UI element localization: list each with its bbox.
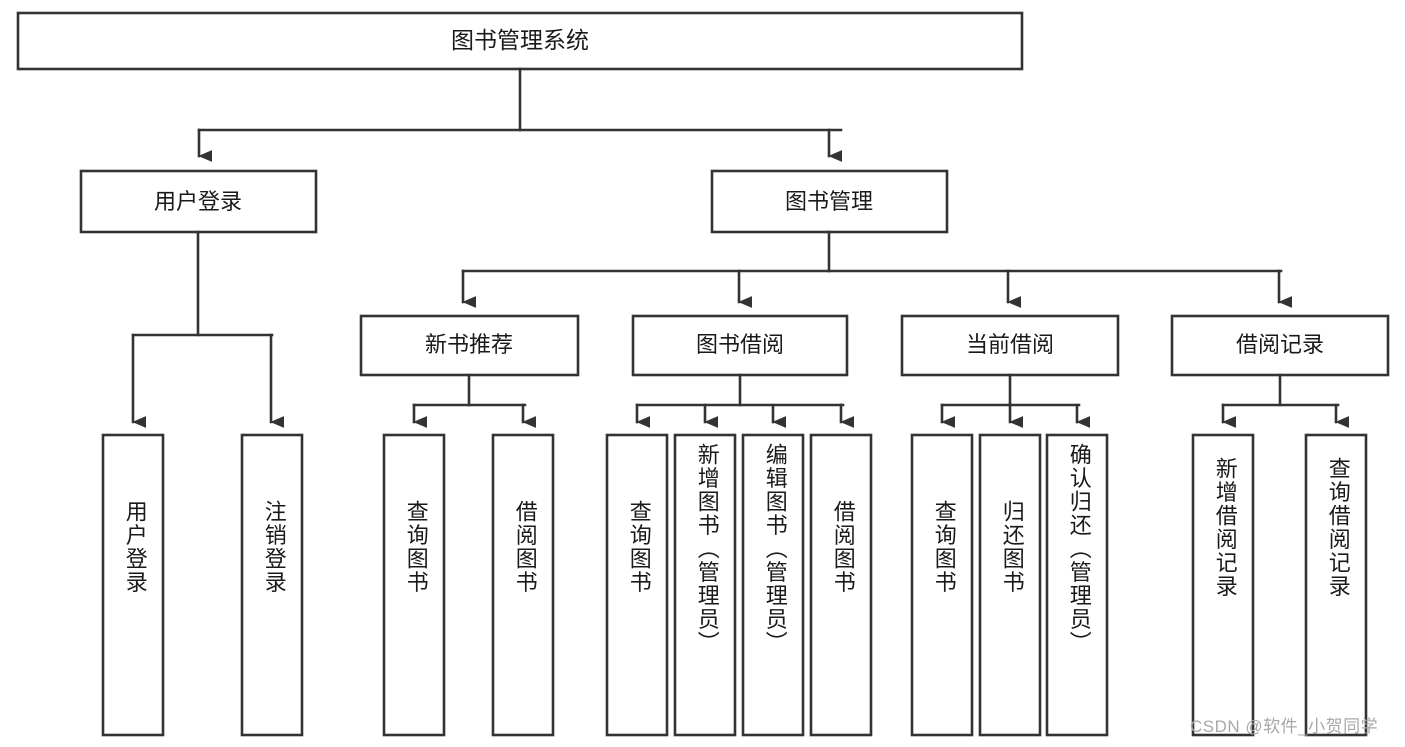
new-book-recommend-label: 新书推荐: [425, 332, 513, 357]
connector-new-book-recommend-to-leaves: [412, 373, 537, 428]
leaf-box-borrow-record-1[interactable]: [1304, 433, 1368, 737]
node-root[interactable]: 图书管理系统: [16, 11, 1024, 71]
node-new-book-recommend[interactable]: 新书推荐: [359, 314, 580, 377]
book-borrow-label: 图书借阅: [696, 332, 784, 357]
node-book-borrow[interactable]: 图书借阅: [631, 314, 849, 377]
node-book-management[interactable]: 图书管理: [710, 169, 949, 234]
borrow-record-box[interactable]: [1170, 314, 1390, 377]
node-borrow-record[interactable]: 借阅记录: [1170, 314, 1390, 377]
connector-borrow-record-to-leaves: [1221, 373, 1350, 428]
leaf-box-new-book-0[interactable]: [382, 433, 446, 737]
root-box[interactable]: [16, 11, 1024, 71]
current-borrow-label: 当前借阅: [966, 332, 1054, 357]
leaf-box-book-borrow-1[interactable]: [673, 433, 737, 737]
connector-current-borrow-to-leaves: [940, 373, 1091, 428]
leaf-box-book-borrow-3[interactable]: [809, 433, 873, 737]
leaf-box-book-borrow-2[interactable]: [741, 433, 805, 737]
book-management-box[interactable]: [710, 169, 949, 234]
watermark-text: CSDN @软件_小贺同学: [1190, 717, 1379, 736]
leaf-box-current-borrow-0[interactable]: [910, 433, 974, 737]
leaf-box-current-borrow-2[interactable]: [1045, 433, 1109, 737]
leaf-box-user-login-1[interactable]: [240, 433, 304, 737]
current-borrow-box[interactable]: [900, 314, 1120, 377]
node-current-borrow[interactable]: 当前借阅: [900, 314, 1120, 377]
leaf-box-borrow-record-0[interactable]: [1191, 433, 1255, 737]
user-login-label: 用户登录: [154, 189, 242, 214]
book-borrow-box[interactable]: [631, 314, 849, 377]
node-user-login[interactable]: 用户登录: [79, 169, 318, 234]
connector-root-to-level2: [197, 67, 843, 162]
borrow-record-label: 借阅记录: [1236, 332, 1324, 357]
connector-book-management-to-level3: [461, 230, 1293, 308]
connector-user-login-to-leaves: [131, 230, 285, 428]
book-management-label: 图书管理: [785, 189, 873, 214]
leaf-box-user-login-0[interactable]: [101, 433, 165, 737]
leaf-box-book-borrow-0[interactable]: [605, 433, 669, 737]
leaf-box-current-borrow-1[interactable]: [978, 433, 1042, 737]
connector-book-borrow-to-leaves: [635, 373, 855, 428]
leaf-box-new-book-1[interactable]: [491, 433, 555, 737]
new-book-recommend-box[interactable]: [359, 314, 580, 377]
root-label: 图书管理系统: [451, 27, 589, 53]
